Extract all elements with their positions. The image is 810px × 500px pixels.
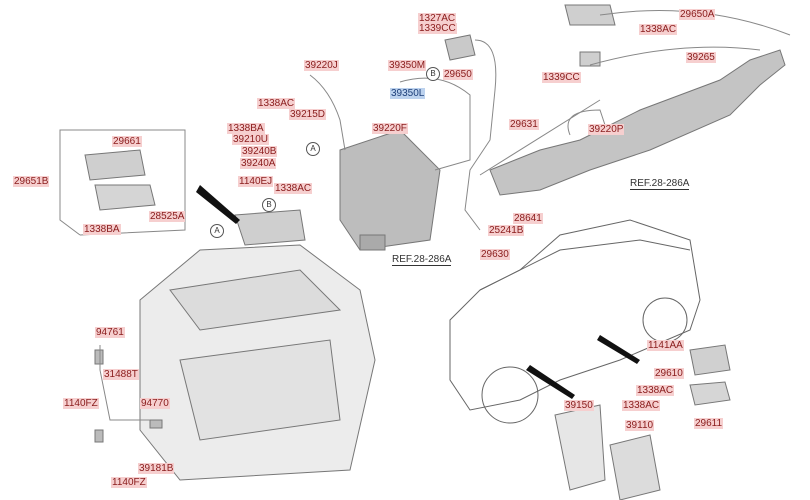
part-label[interactable]: 1141AA bbox=[647, 340, 684, 351]
part-label[interactable]: 94761 bbox=[95, 327, 125, 338]
callout-arrow bbox=[196, 185, 240, 224]
part-label[interactable]: 39220F bbox=[372, 123, 408, 134]
part-label[interactable]: 29630 bbox=[480, 249, 510, 260]
part-label[interactable]: 29611 bbox=[694, 418, 724, 429]
part-label[interactable]: 29650A bbox=[679, 9, 716, 20]
part-label[interactable]: 39240A bbox=[240, 158, 277, 169]
part-label[interactable]: 1338AC bbox=[274, 183, 313, 194]
part-label[interactable]: 1327AC bbox=[418, 13, 457, 24]
part-label[interactable]: 1339CC bbox=[542, 72, 581, 83]
marker-a: A bbox=[210, 224, 224, 238]
part-label[interactable]: 39215D bbox=[289, 109, 327, 120]
part-label[interactable]: 28525A bbox=[149, 211, 186, 222]
part-label[interactable]: 1339CC bbox=[418, 23, 457, 34]
part-label[interactable]: 29661 bbox=[112, 136, 142, 147]
reference-link[interactable]: REF.28-286A bbox=[630, 178, 690, 190]
part-label[interactable]: 1338BA bbox=[83, 224, 121, 235]
part-label[interactable]: 39265 bbox=[686, 52, 716, 63]
part-label[interactable]: 1338AC bbox=[622, 400, 661, 411]
part-label[interactable]: 1338BA bbox=[227, 123, 265, 134]
marker-b: B bbox=[262, 198, 276, 212]
part-label[interactable]: 1338AC bbox=[636, 385, 675, 396]
ecu-module bbox=[609, 434, 661, 500]
part-label[interactable]: 29651B bbox=[13, 176, 50, 187]
part-label[interactable]: 1140FZ bbox=[63, 398, 99, 409]
marker-b: B bbox=[426, 67, 440, 81]
part-label[interactable]: 1338AC bbox=[639, 24, 678, 35]
part-label[interactable]: 39181B bbox=[138, 463, 175, 474]
part-label[interactable]: 25241B bbox=[488, 225, 525, 236]
part-label[interactable]: 39210U bbox=[232, 134, 270, 145]
part-label[interactable]: 29631 bbox=[509, 119, 539, 130]
part-label[interactable]: 39150 bbox=[564, 400, 594, 411]
reference-link[interactable]: REF.28-286A bbox=[392, 254, 452, 266]
part-label[interactable]: 31488T bbox=[103, 369, 139, 380]
part-label[interactable]: 39110 bbox=[625, 420, 655, 431]
part-label[interactable]: 39220P bbox=[588, 124, 625, 135]
part-label[interactable]: 39220J bbox=[304, 60, 339, 71]
dpf-unit bbox=[339, 129, 441, 251]
part-label[interactable]: 39350M bbox=[388, 60, 427, 71]
marker-a: A bbox=[306, 142, 320, 156]
part-label[interactable]: 94770 bbox=[140, 398, 170, 409]
part-label[interactable]: 28641 bbox=[513, 213, 543, 224]
part-label[interactable]: 39240B bbox=[241, 146, 278, 157]
part-label[interactable]: 29610 bbox=[654, 368, 684, 379]
part-label[interactable]: 1140EJ bbox=[238, 176, 274, 187]
part-label[interactable]: 1338AC bbox=[257, 98, 296, 109]
vehicle-outline bbox=[449, 219, 701, 424]
part-label[interactable]: 29650 bbox=[443, 69, 473, 80]
part-label-selected[interactable]: 39350L bbox=[390, 88, 426, 99]
part-label[interactable]: 1140FZ bbox=[111, 477, 147, 488]
